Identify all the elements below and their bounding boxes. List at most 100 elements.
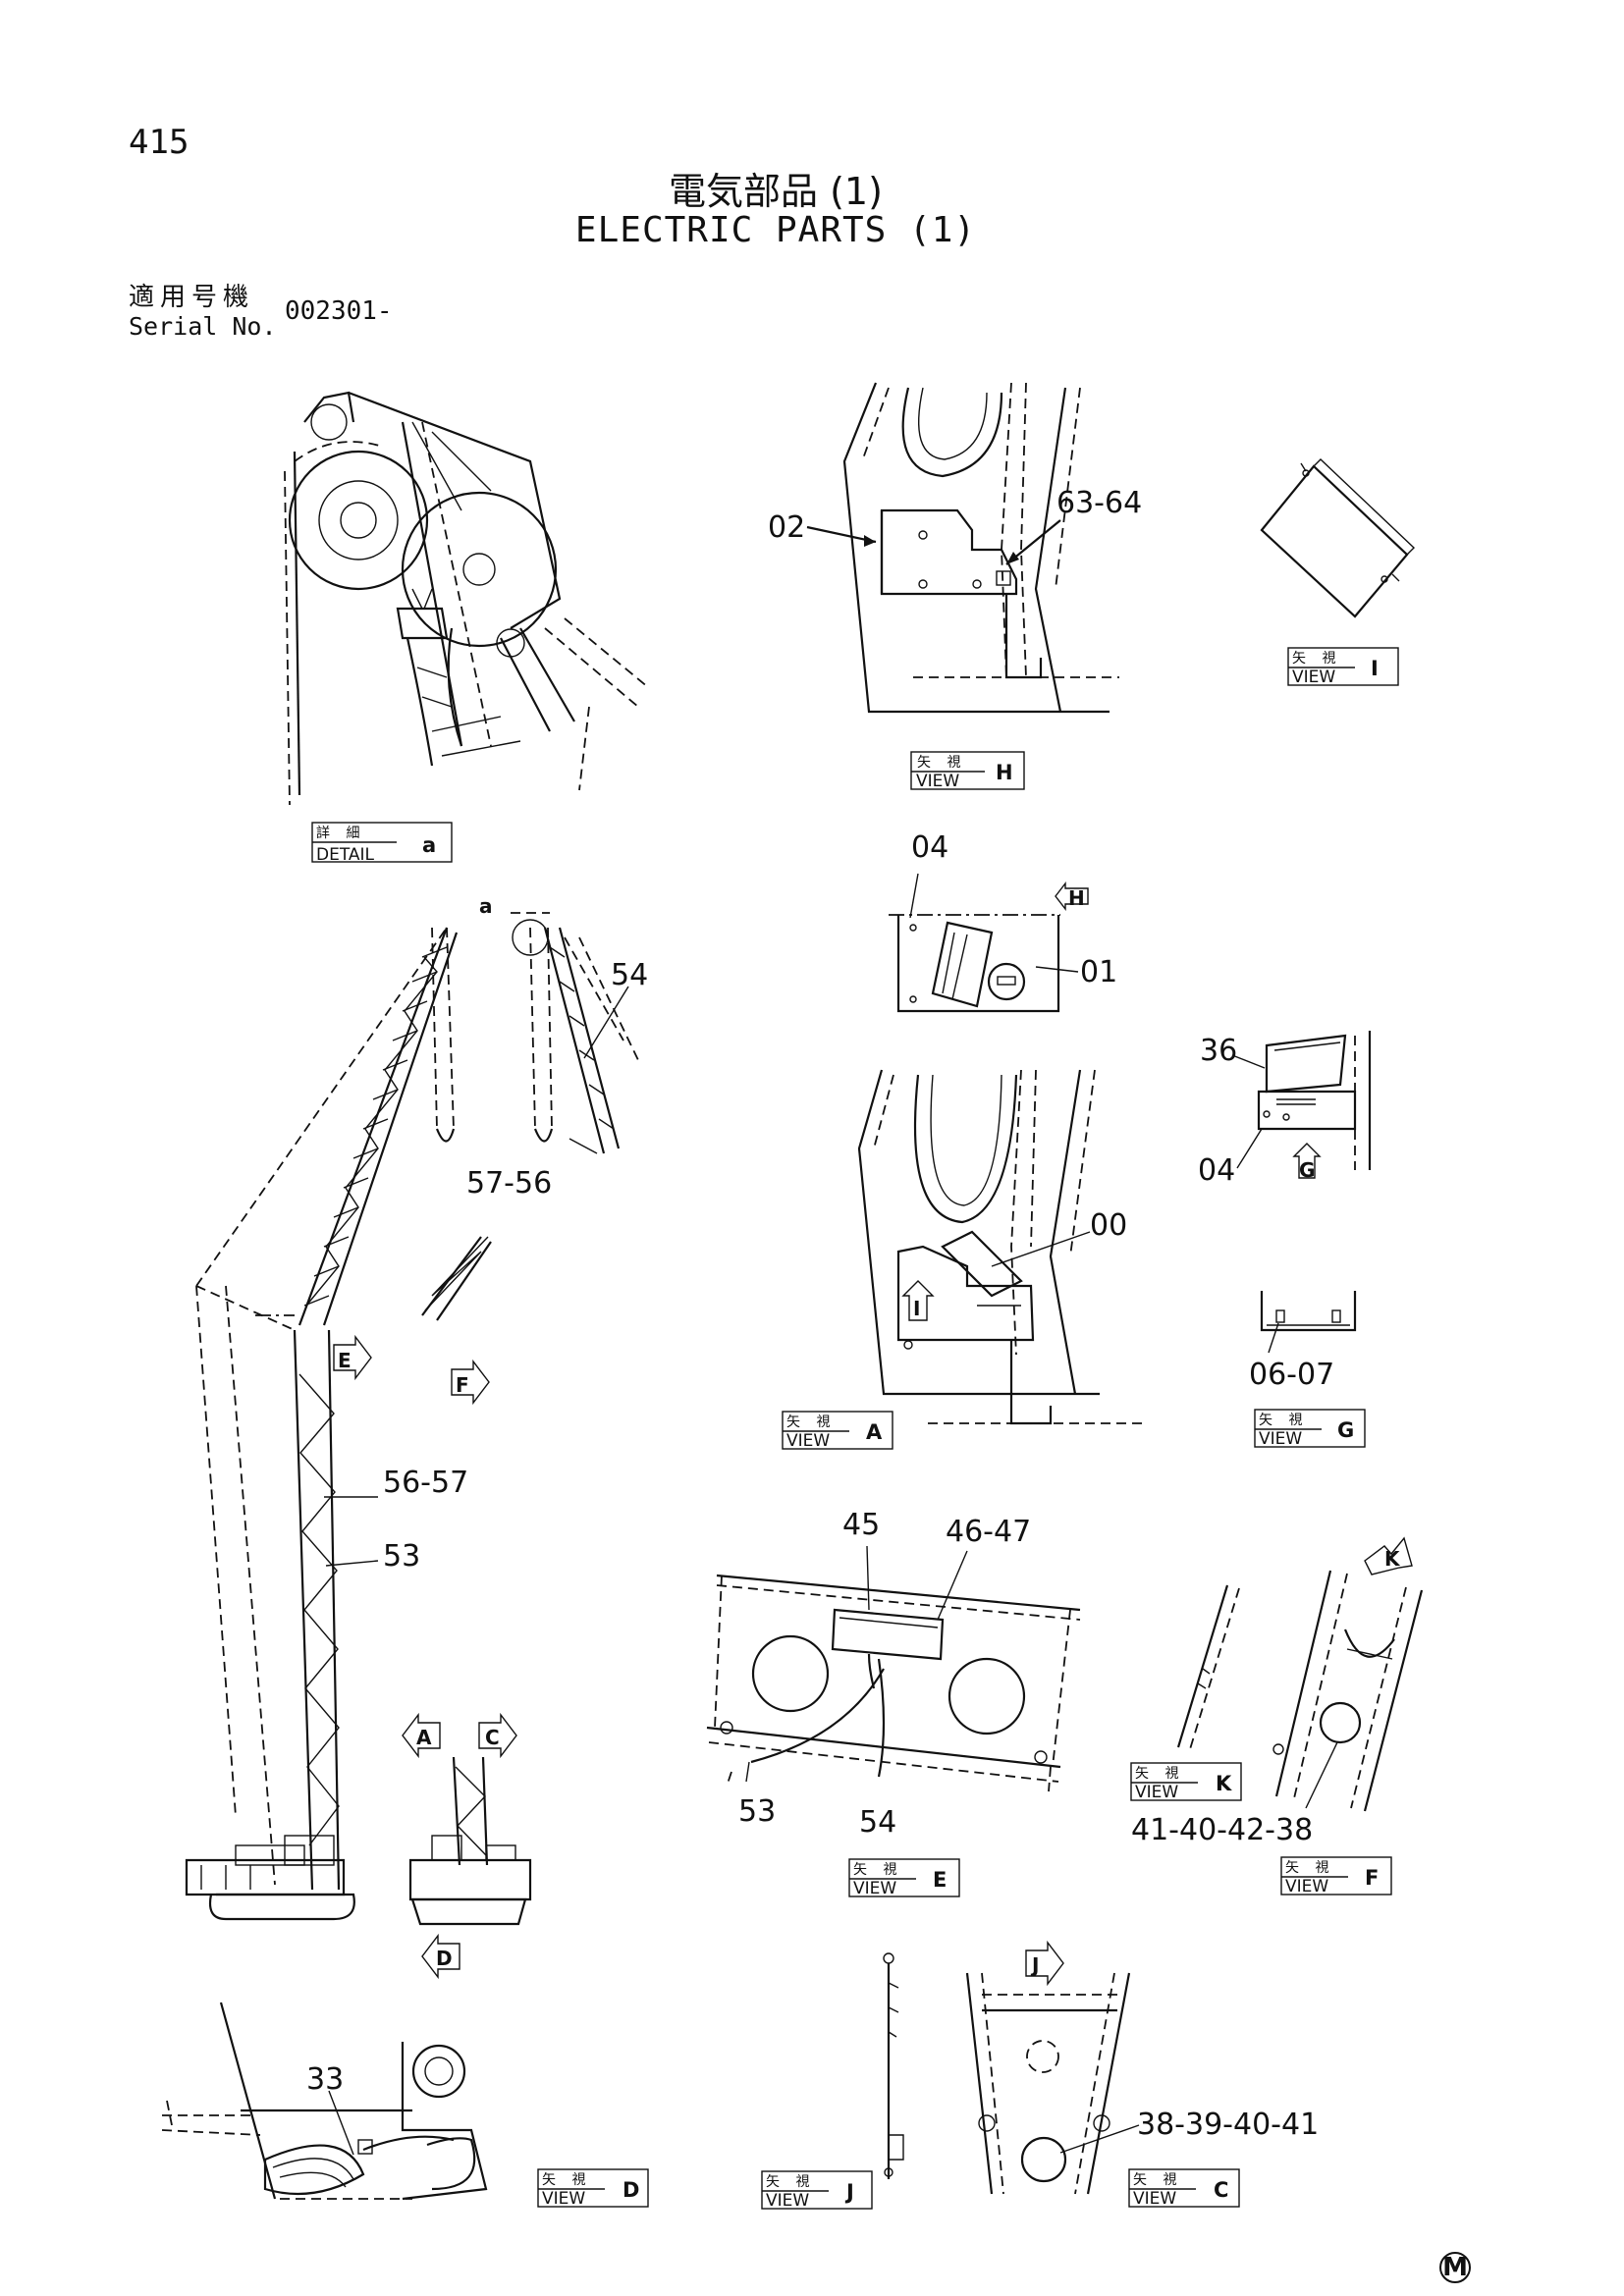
callout-02: 02 bbox=[768, 510, 805, 545]
box-01-drawing: H bbox=[889, 873, 1089, 1013]
view-g-box-drawing bbox=[1260, 1291, 1357, 1354]
svg-text:VIEW: VIEW bbox=[786, 1431, 830, 1451]
svg-text:D: D bbox=[623, 2178, 639, 2202]
arrow-e-icon: E bbox=[333, 1334, 372, 1381]
svg-text:DETAIL: DETAIL bbox=[316, 845, 375, 865]
arrow-f-icon: F bbox=[451, 1359, 490, 1406]
svg-text:矢 視: 矢 視 bbox=[917, 755, 966, 771]
svg-text:J: J bbox=[1030, 1953, 1039, 1977]
label-view-h: 矢 視 VIEW H bbox=[910, 751, 1025, 791]
crane-rear-view-drawing: A C D bbox=[402, 1712, 532, 1980]
detail-a-drawing bbox=[284, 391, 649, 806]
svg-text:矢 視: 矢 視 bbox=[1259, 1413, 1308, 1428]
svg-text:F: F bbox=[456, 1373, 469, 1397]
svg-text:E: E bbox=[338, 1349, 352, 1372]
callout-36: 36 bbox=[1200, 1034, 1237, 1068]
callout-63-64: 63-64 bbox=[1056, 486, 1142, 520]
svg-text:A: A bbox=[416, 1726, 432, 1749]
label-view-j: 矢 視 VIEW J bbox=[761, 2170, 873, 2211]
label-view-g: 矢 視 VIEW G bbox=[1254, 1409, 1366, 1449]
svg-text:VIEW: VIEW bbox=[1285, 1877, 1328, 1896]
svg-text:矢 視: 矢 視 bbox=[1135, 1766, 1184, 1782]
svg-text:矢 視: 矢 視 bbox=[786, 1415, 836, 1430]
svg-text:G: G bbox=[1299, 1158, 1315, 1182]
callout-56-57: 56-57 bbox=[383, 1466, 468, 1500]
label-view-d: 矢 視 VIEW D bbox=[537, 2168, 649, 2209]
arrow-c-icon: C bbox=[478, 1712, 517, 1759]
svg-text:K: K bbox=[1384, 1547, 1401, 1571]
label-view-a: 矢 視 VIEW A bbox=[782, 1411, 893, 1451]
callout-00: 00 bbox=[1090, 1208, 1127, 1243]
svg-text:VIEW: VIEW bbox=[1133, 2189, 1176, 2209]
arrow-g-icon: G bbox=[1292, 1143, 1322, 1182]
svg-text:K: K bbox=[1216, 1772, 1232, 1795]
svg-text:VIEW: VIEW bbox=[1135, 1783, 1178, 1802]
label-detail-a: 詳 細 DETAIL a bbox=[311, 822, 453, 865]
callout-38-39-40-41: 38-39-40-41 bbox=[1137, 2108, 1319, 2142]
callout-57-56: 57-56 bbox=[466, 1166, 552, 1201]
label-view-e: 矢 視 VIEW E bbox=[848, 1858, 960, 1898]
callout-04-g: 04 bbox=[1198, 1153, 1235, 1188]
view-j-drawing bbox=[883, 1952, 904, 2179]
svg-text:VIEW: VIEW bbox=[766, 2191, 809, 2211]
callout-46-47: 46-47 bbox=[946, 1515, 1031, 1549]
svg-text:VIEW: VIEW bbox=[1259, 1429, 1302, 1449]
callout-41-40-42-38: 41-40-42-38 bbox=[1131, 1813, 1313, 1847]
svg-text:D: D bbox=[436, 1947, 453, 1970]
box-36-drawing: G bbox=[1231, 1031, 1372, 1182]
svg-text:G: G bbox=[1337, 1418, 1354, 1442]
view-f-drawing: K bbox=[1272, 1536, 1424, 1812]
svg-text:矢 視: 矢 視 bbox=[1133, 2172, 1182, 2188]
callout-04-top: 04 bbox=[911, 830, 948, 865]
view-i-drawing bbox=[1260, 458, 1416, 618]
arrow-i-icon: I bbox=[901, 1280, 935, 1321]
svg-text:C: C bbox=[1214, 2178, 1228, 2202]
title-english: ELECTRIC PARTS (1) bbox=[574, 210, 977, 250]
svg-text:a: a bbox=[479, 894, 493, 918]
svg-text:矢 視: 矢 視 bbox=[766, 2174, 815, 2190]
svg-text:矢 視: 矢 視 bbox=[853, 1862, 902, 1878]
svg-text:VIEW: VIEW bbox=[1292, 667, 1335, 687]
svg-text:A: A bbox=[866, 1420, 883, 1444]
svg-text:VIEW: VIEW bbox=[916, 772, 959, 791]
view-a-drawing: I bbox=[857, 1069, 1144, 1425]
view-c-drawing: J bbox=[965, 1940, 1140, 2195]
view-d-drawing bbox=[161, 2002, 488, 2201]
arrow-k-icon: K bbox=[1364, 1536, 1413, 1575]
label-view-f: 矢 視 VIEW F bbox=[1280, 1856, 1392, 1896]
svg-text:I: I bbox=[1371, 657, 1379, 680]
svg-text:J: J bbox=[844, 2180, 854, 2204]
callout-06-07: 06-07 bbox=[1249, 1358, 1334, 1392]
callout-54-boom: 54 bbox=[611, 958, 648, 992]
view-k-drawing bbox=[1176, 1584, 1240, 1750]
svg-text:F: F bbox=[1365, 1866, 1379, 1890]
svg-text:H: H bbox=[996, 761, 1013, 784]
label-view-i: 矢 視 VIEW I bbox=[1287, 647, 1399, 687]
label-view-c: 矢 視 VIEW C bbox=[1128, 2168, 1240, 2209]
view-e-drawing bbox=[706, 1545, 1081, 1792]
serial-label-english: Serial No. bbox=[129, 312, 277, 341]
arrow-h-icon: H bbox=[1055, 881, 1089, 912]
svg-text:VIEW: VIEW bbox=[853, 1879, 896, 1898]
crane-drawing: a E F bbox=[185, 894, 639, 1921]
callout-45: 45 bbox=[842, 1508, 880, 1542]
page-number: 415 bbox=[129, 123, 189, 162]
svg-text:H: H bbox=[1068, 886, 1085, 910]
svg-text:I: I bbox=[913, 1297, 920, 1320]
svg-text:VIEW: VIEW bbox=[542, 2189, 585, 2209]
arrow-a-icon: A bbox=[402, 1712, 441, 1759]
svg-text:詳 細: 詳 細 bbox=[316, 826, 365, 841]
label-view-k: 矢 視 VIEW K bbox=[1130, 1762, 1242, 1802]
serial-number-value: 002301- bbox=[285, 296, 393, 326]
arrow-j-icon: J bbox=[1025, 1940, 1064, 1987]
callout-54-e: 54 bbox=[859, 1805, 896, 1840]
view-h-drawing bbox=[806, 382, 1119, 714]
svg-text:C: C bbox=[485, 1726, 500, 1749]
arrow-d-icon: D bbox=[421, 1933, 460, 1980]
maker-mark-icon: M bbox=[1439, 2252, 1471, 2283]
svg-text:a: a bbox=[422, 833, 436, 857]
svg-text:矢 視: 矢 視 bbox=[542, 2172, 591, 2188]
svg-text:矢 視: 矢 視 bbox=[1292, 651, 1341, 667]
callout-53-e: 53 bbox=[738, 1794, 776, 1829]
